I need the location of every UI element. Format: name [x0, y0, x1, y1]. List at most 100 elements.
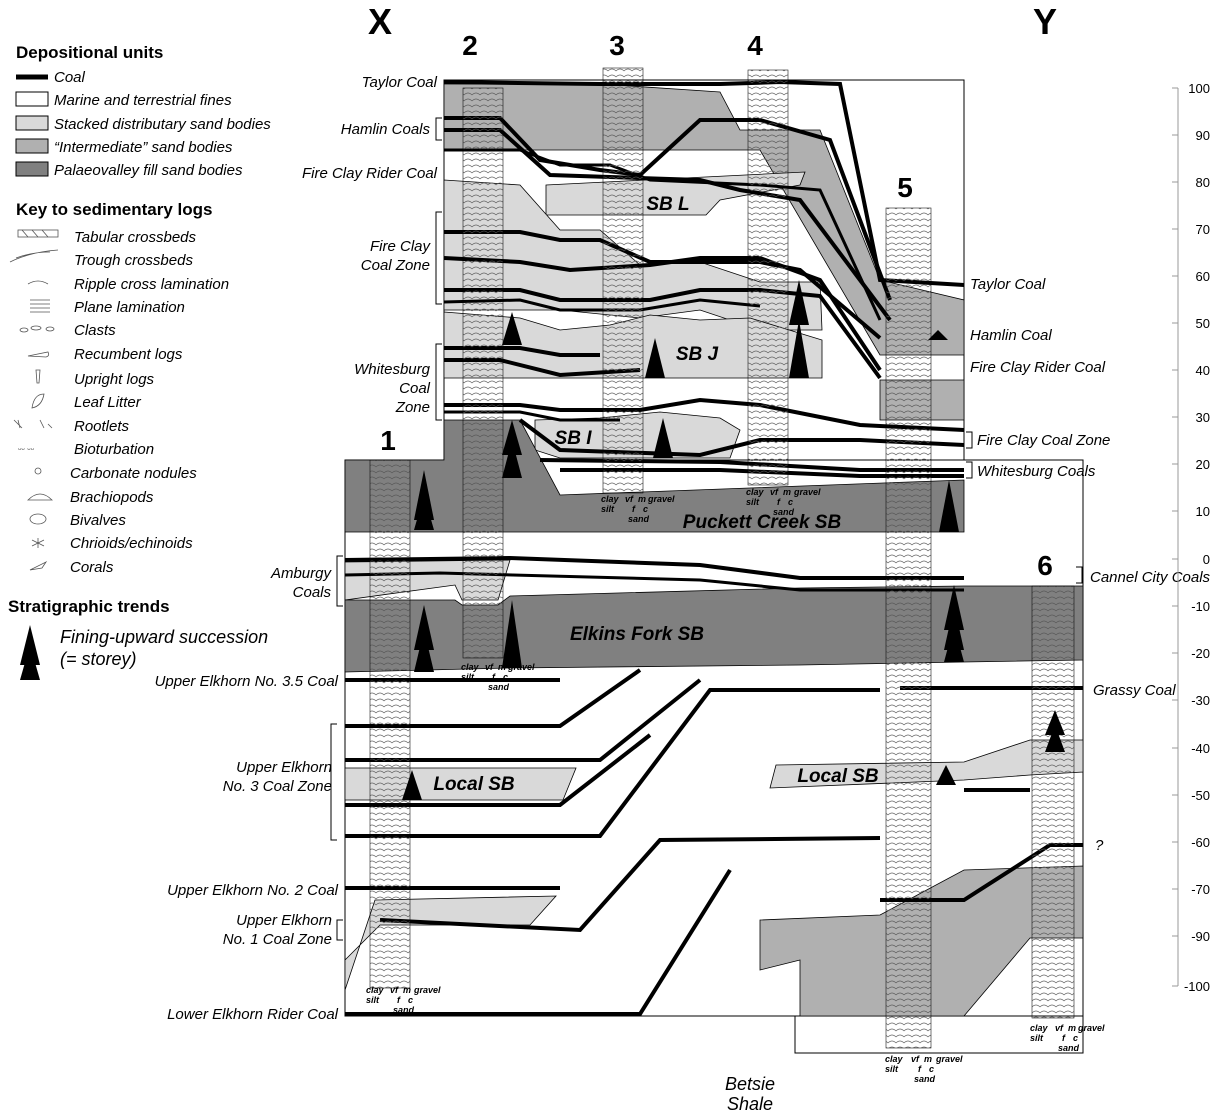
lbl-fcz-left-1: Fire Clay — [370, 238, 432, 255]
lbl-grassy: Grassy Coal — [1093, 682, 1176, 699]
log-3-label: 3 — [609, 30, 625, 61]
svg-text:vf: vf — [770, 487, 779, 497]
depth-tick-label: 100 — [1188, 81, 1210, 96]
svg-text:c: c — [643, 504, 648, 514]
lbl-question: ? — [1095, 837, 1104, 854]
key-10: Carbonate nodules — [70, 465, 197, 482]
key-5: Recumbent logs — [74, 346, 183, 363]
svg-text:sand: sand — [773, 507, 795, 517]
fining-line-2: (= storey) — [60, 649, 137, 669]
depth-tick-label: 40 — [1196, 363, 1210, 378]
svg-text:sand: sand — [393, 1005, 415, 1015]
upright-log-icon — [35, 369, 41, 384]
lbl-taylor-left: Taylor Coal — [362, 74, 438, 91]
lbl-sb-i: SB I — [555, 428, 593, 449]
plane-lamination-icon — [30, 299, 50, 313]
svg-text:f: f — [918, 1064, 922, 1074]
key-7: Leaf Litter — [74, 394, 142, 411]
svg-text:silt: silt — [1030, 1033, 1044, 1043]
depth-scale: 1009080706050403020100-10-20-30-40-50-60… — [1172, 81, 1210, 994]
depth-tick-label: 70 — [1196, 222, 1210, 237]
depth-tick-label: -60 — [1191, 835, 1210, 850]
svg-text:gravel: gravel — [793, 487, 821, 497]
depth-tick-label: 30 — [1196, 410, 1210, 425]
depth-tick-label: -40 — [1191, 741, 1210, 756]
svg-text:m: m — [638, 494, 646, 504]
sedimentary-logs — [369, 67, 1075, 1049]
betsie-shale-line-1: Betsie — [725, 1074, 775, 1094]
svg-text:vf: vf — [625, 494, 634, 504]
depth-tick-label: 80 — [1196, 175, 1210, 190]
svg-text:m: m — [783, 487, 791, 497]
fines-swatch — [15, 91, 49, 107]
svg-text:f: f — [397, 995, 401, 1005]
svg-text:m: m — [498, 662, 506, 672]
lbl-hamlin-right: Hamlin Coal — [970, 327, 1052, 344]
key-6: Upright logs — [74, 371, 155, 388]
lbl-ue1-1: Upper Elkhorn — [236, 912, 332, 929]
depth-tick-label: 60 — [1196, 269, 1210, 284]
svg-text:clay: clay — [366, 985, 385, 995]
svg-text:sand: sand — [914, 1074, 936, 1084]
fining-line-1: Fining-upward succession — [60, 627, 268, 647]
svg-text:silt: silt — [746, 497, 760, 507]
depth-tick-label: 0 — [1203, 552, 1210, 567]
lbl-taylor-right: Taylor Coal — [970, 276, 1046, 293]
svg-text:c: c — [788, 497, 793, 507]
log-6-label: 6 — [1037, 550, 1053, 581]
lbl-amburgy-1: Amburgy — [270, 565, 333, 582]
depositional-title: Depositional units — [16, 43, 163, 62]
svg-text:clay: clay — [885, 1054, 904, 1064]
svg-text:sand: sand — [1058, 1043, 1080, 1053]
svg-text:clay: clay — [1030, 1023, 1049, 1033]
palaeovalley-swatch — [15, 161, 49, 177]
rootlets-icon — [13, 419, 53, 429]
key-11: Brachiopods — [70, 489, 154, 506]
echinoid-icon — [31, 538, 45, 548]
depth-tick-label: -10 — [1191, 599, 1210, 614]
key-1: Trough crossbeds — [74, 252, 193, 269]
svg-text:clay: clay — [746, 487, 765, 497]
lbl-fcz-right: Fire Clay Coal Zone — [977, 432, 1110, 449]
svg-text:f: f — [492, 672, 496, 682]
right-brackets — [966, 431, 1083, 584]
svg-text:gravel: gravel — [935, 1054, 963, 1064]
legend-palaeovalley: Palaeovalley fill sand bodies — [54, 162, 243, 179]
trends-title: Stratigraphic trends — [8, 597, 170, 616]
fining-upward-markers — [402, 280, 1065, 800]
distributary-swatch — [15, 115, 49, 131]
svg-text:f: f — [777, 497, 781, 507]
svg-text:m: m — [403, 985, 411, 995]
svg-text:silt: silt — [885, 1064, 899, 1074]
left-brackets — [330, 117, 442, 941]
lbl-ue2: Upper Elkhorn No. 2 Coal — [167, 882, 339, 899]
legend-distributary: Stacked distributary sand bodies — [54, 116, 271, 133]
lbl-puckett: Puckett Creek SB — [683, 512, 842, 533]
bivalve-icon — [29, 513, 47, 525]
svg-text:clay: clay — [461, 662, 480, 672]
nodule-icon — [34, 467, 42, 475]
key-8: Rootlets — [74, 418, 130, 435]
lbl-lerider: Lower Elkhorn Rider Coal — [167, 1006, 339, 1023]
trough-crossbeds-icon — [9, 249, 59, 263]
depth-tick-label: -50 — [1191, 788, 1210, 803]
lbl-fcrider-left: Fire Clay Rider Coal — [302, 165, 438, 182]
section-x-label: X — [368, 1, 392, 42]
lbl-hamlin-left: Hamlin Coals — [341, 121, 431, 138]
brachiopod-icon — [27, 493, 53, 501]
key-12: Bivalves — [70, 512, 126, 529]
svg-text:c: c — [408, 995, 413, 1005]
svg-text:c: c — [1073, 1033, 1078, 1043]
depth-tick-label: 10 — [1196, 504, 1210, 519]
lbl-ue3-2: No. 3 Coal Zone — [223, 778, 332, 795]
svg-text:sand: sand — [628, 514, 650, 524]
lbl-sb-j: SB J — [676, 344, 719, 365]
leaf-icon — [31, 393, 45, 409]
lbl-amburgy-2: Coals — [293, 584, 332, 601]
